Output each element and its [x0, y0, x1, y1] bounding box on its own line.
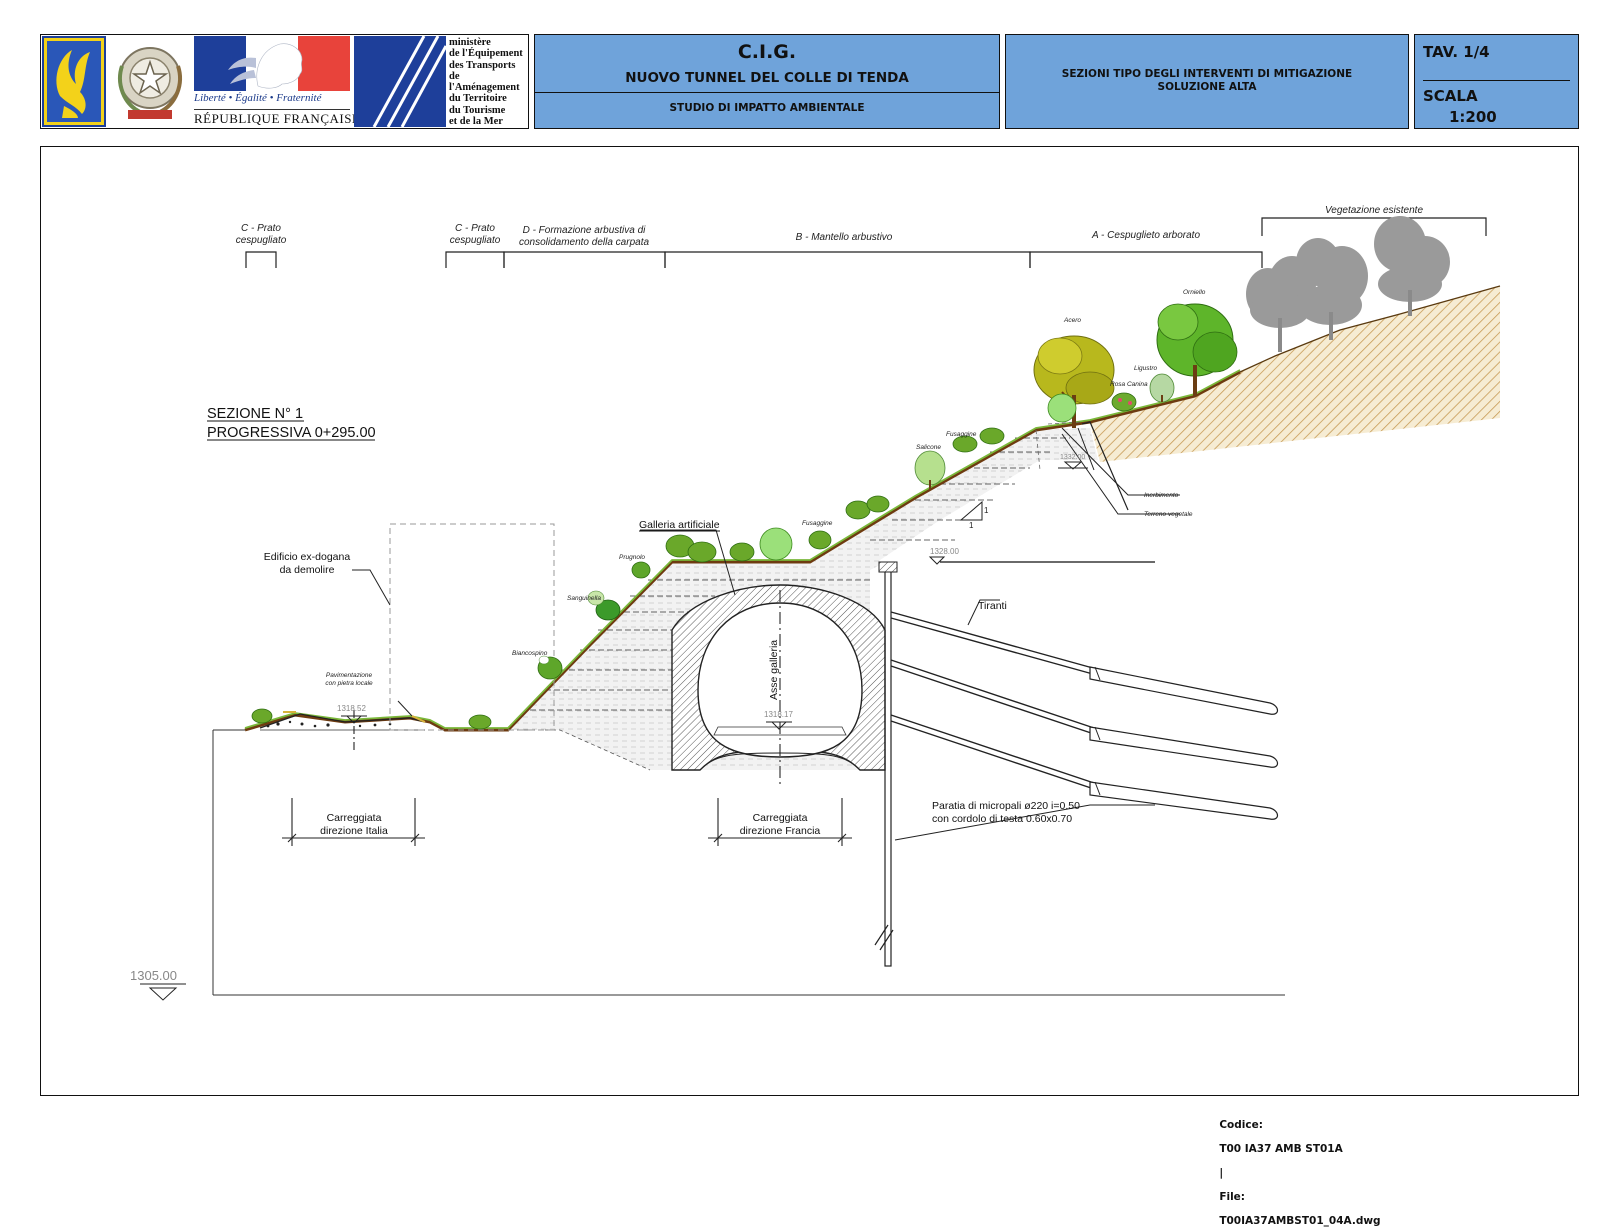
demolished-building [389, 523, 555, 731]
subject-block: SEZIONI TIPO DEGLI INTERVENTI DI MITIGAZ… [1005, 34, 1409, 129]
label-paratia-2: con cordolo di testa 0.60x0.70 [932, 813, 1072, 825]
footer-codes: Codice: T00 IA37 AMB ST01A | File: T00IA… [1212, 1107, 1381, 1227]
ministry-name: ministère de l'Équipement des Transports… [449, 37, 523, 128]
label-inerbimento: Inerbimento [1144, 492, 1179, 499]
plant-orniello: Orniello [1183, 289, 1206, 296]
label-carreggiata-italia-2: direzione Italia [320, 825, 388, 837]
codice-value: T00 IA37 AMB ST01A [1219, 1143, 1343, 1155]
label-carreggiata-francia-2: direzione Francia [740, 825, 821, 837]
footer-separator: | [1219, 1167, 1224, 1179]
label-pavimentazione-2: con pietra locale [325, 680, 373, 687]
plant-rosa-canina: Rosa Canina [1110, 381, 1148, 388]
pile-wall [884, 567, 892, 967]
section-progressive: PROGRESSIVA 0+295.00 [207, 425, 376, 441]
elevation-datum: 1305.00 [130, 968, 177, 983]
project-code: C.I.G. [737, 41, 797, 63]
plant-prugnolo: Prugnolo [619, 554, 645, 561]
italian-republic-emblem-icon [108, 36, 192, 127]
label-edificio-2: da demolire [280, 564, 335, 576]
cross-section-drawing: 1 1 [130, 205, 1501, 1001]
slope-ratio-1: 1 [984, 506, 989, 515]
label-galleria-artificiale: Galleria artificiale [639, 519, 720, 531]
elevation-top: 1328.00 [930, 547, 959, 556]
marianne-logo-icon [194, 36, 350, 91]
plant-acero: Acero [1063, 317, 1081, 324]
zone-d-label-2: consolidamento della carpata [519, 237, 650, 248]
tie-back-anchors [890, 611, 1279, 820]
plant-ligustro: Ligustro [1134, 365, 1158, 372]
label-edificio-1: Edificio ex-dogana [264, 551, 351, 563]
label-terreno-vegetale: Terreno vegetale [1144, 511, 1193, 518]
subject-line-1: SEZIONI TIPO DEGLI INTERVENTI DI MITIGAZ… [1061, 68, 1353, 80]
subject-line-2: SOLUZIONE ALTA [1157, 81, 1257, 93]
planted-trees [251, 303, 1238, 730]
zone-c2-label-2: cespugliato [450, 235, 501, 246]
project-title-block: C.I.G. NUOVO TUNNEL DEL COLLE DI TENDA S… [534, 34, 1000, 129]
project-name: NUOVO TUNNEL DEL COLLE DI TENDA [625, 70, 909, 86]
elevation-upper: 1332.00 [1060, 454, 1085, 461]
ministry-logo-icon [354, 35, 448, 128]
elevation-road-francia: 1318.17 [764, 710, 793, 719]
scale-label: SCALA [1423, 87, 1478, 105]
header-logos-panel [40, 34, 529, 129]
zone-d-label-1: D - Formazione arbustiva di [523, 225, 647, 236]
plant-fusaggine-lower: Fusaggine [802, 520, 833, 527]
file-label: File: [1219, 1191, 1246, 1203]
label-carreggiata-francia-1: Carreggiata [753, 812, 808, 824]
plant-fusaggine-upper: Fusaggine [946, 431, 977, 438]
scale-value: 1:200 [1449, 108, 1497, 126]
existing-vegetation [1246, 216, 1450, 352]
section-title: SEZIONE N° 1 [207, 406, 303, 422]
label-carreggiata-italia-1: Carreggiata [327, 812, 382, 824]
republic-name: RÉPUBLIQUE FRANÇAISE [194, 111, 361, 126]
sheet-scale-block: TAV. 1/4 SCALA 1:200 [1414, 34, 1579, 129]
plant-salicone: Salicone [916, 444, 941, 451]
zone-brackets [245, 217, 1487, 268]
label-paratia-1: Paratia di micropali ø220 i=0.50 [932, 800, 1080, 812]
study-name: STUDIO DI IMPATTO AMBIENTALE [669, 102, 865, 114]
existing-vegetation-label: Vegetazione esistente [1325, 205, 1423, 216]
label-asse-galleria: Asse galleria [768, 640, 780, 700]
natural-hillside [1090, 286, 1500, 462]
elevation-road-italia: 1318.52 [337, 704, 366, 713]
codice-label: Codice: [1219, 1119, 1263, 1131]
zone-c2-label-1: C - Prato [455, 223, 495, 234]
zone-c1-label-2: cespugliato [236, 235, 287, 246]
zone-c1-label-1: C - Prato [241, 223, 281, 234]
file-value: T00IA37AMBST01_04A.dwg [1219, 1215, 1381, 1227]
sheet-number: TAV. 1/4 [1423, 43, 1490, 61]
zone-b-label: B - Mantello arbustivo [796, 232, 893, 243]
label-pavimentazione-1: Pavimentazione [326, 672, 373, 679]
plant-sanguinella: Sanguinella [567, 595, 601, 602]
zone-a-label: A - Cespuglieto arborato [1091, 230, 1200, 241]
plant-biancospino: Biancospino [512, 650, 548, 657]
republic-motto: Liberté • Égalité • Fraternité [194, 92, 322, 104]
slope-ratio-2: 1 [969, 521, 974, 530]
drawing-frame [40, 146, 1579, 1096]
region-emblem-icon [42, 36, 106, 127]
label-tiranti: Tiranti [978, 600, 1007, 612]
tunnel-structure [671, 584, 886, 785]
